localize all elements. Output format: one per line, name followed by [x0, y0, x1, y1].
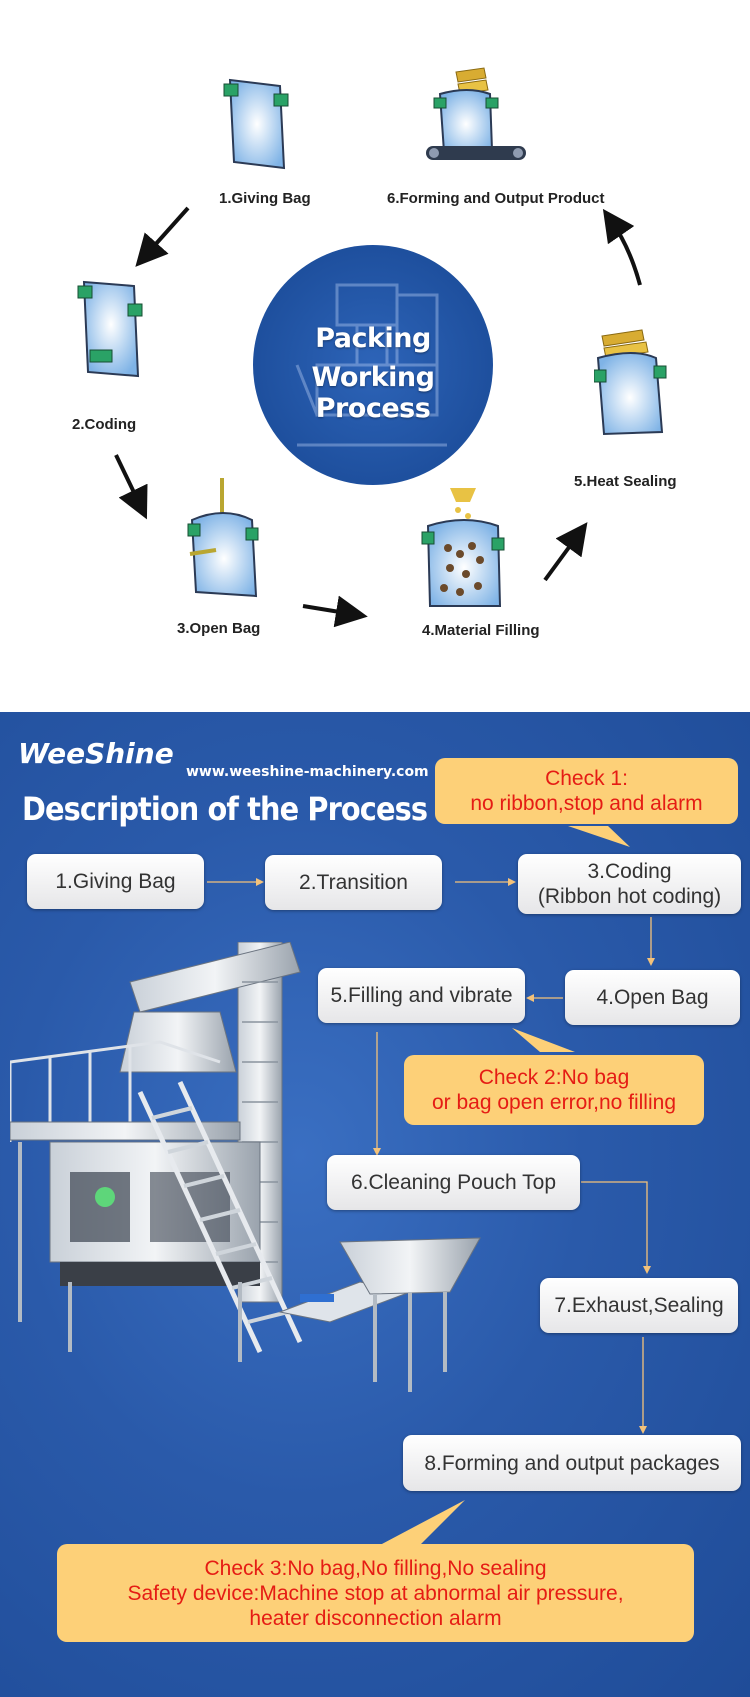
- process-box-label: 4.Open Bag: [596, 986, 709, 1009]
- process-box-label: 2.Transition: [299, 871, 408, 894]
- center-circle: Packing Working Process: [253, 245, 493, 485]
- machine-silhouette-icon: [295, 283, 447, 447]
- process-box-label: 1.Giving Bag: [55, 870, 176, 893]
- packing-process-diagram: Packing Working Process 1.Giving Bag 2.C…: [0, 0, 750, 712]
- step-label-material-filling: 4.Material Filling: [422, 622, 540, 639]
- process-box-sublabel: (Ribbon hot coding): [537, 885, 722, 908]
- process-connectors: [207, 826, 655, 1545]
- heat-sealing-bag-icon: [594, 329, 667, 436]
- logo-text: WeeShine: [18, 737, 174, 770]
- open-bag-icon: [187, 478, 259, 598]
- check3-line2: Safety device:Machine stop at abnormal a…: [127, 1581, 624, 1605]
- material-filling-bag-icon: [421, 488, 505, 607]
- step-label-coding: 2.Coding: [72, 416, 137, 433]
- check3-callout: Check 3:No bag,No filling,No sealing Saf…: [57, 1544, 694, 1642]
- step-label-open-bag: 3.Open Bag: [177, 620, 261, 637]
- process-box-label: 6.Cleaning Pouch Top: [350, 1171, 557, 1194]
- check1-line1: Check 1:: [545, 767, 628, 790]
- step-label-forming-output: 6.Forming and Output Product: [387, 190, 605, 207]
- check3-line3: heater disconnection alarm: [249, 1606, 502, 1630]
- circle-title-line2: Working Process: [311, 362, 435, 424]
- forming-output-icon: [426, 67, 526, 160]
- process-box-transition: 2.Transition: [265, 855, 442, 910]
- check2-callout: Check 2:No bag or bag open error,no fill…: [404, 1055, 704, 1125]
- website-url: www.weeshine-machinery.com: [186, 764, 429, 780]
- process-box-giving-bag: 1.Giving Bag: [27, 854, 204, 909]
- step-label-heat-sealing: 5.Heat Sealing: [574, 473, 677, 490]
- process-box-exhaust-sealing: 7.Exhaust,Sealing: [540, 1278, 738, 1333]
- process-box-coding: 3.Coding (Ribbon hot coding): [518, 854, 741, 914]
- process-heading: Description of the Process: [22, 790, 428, 828]
- process-box-open-bag: 4.Open Bag: [565, 970, 740, 1025]
- process-box-forming-output: 8.Forming and output packages: [403, 1435, 741, 1491]
- check3-tail: [380, 1500, 465, 1545]
- check1-callout: Check 1: no ribbon,stop and alarm: [435, 758, 738, 824]
- process-description-section: WeeShine www.weeshine-machinery.com Desc…: [0, 712, 750, 1697]
- check2-tail: [512, 1028, 575, 1052]
- packing-machine-illustration: [10, 942, 481, 1392]
- circle-title-line1: Packing: [315, 323, 431, 354]
- weeshine-logo: WeeShine: [18, 737, 174, 770]
- process-box-filling: 5.Filling and vibrate: [318, 968, 525, 1023]
- process-box-label: 5.Filling and vibrate: [330, 984, 513, 1007]
- process-box-label: 3.Coding: [587, 860, 672, 883]
- check2-line2: or bag open error,no filling: [432, 1091, 676, 1114]
- process-box-label: 7.Exhaust,Sealing: [554, 1294, 724, 1317]
- check1-line2: no ribbon,stop and alarm: [470, 792, 703, 815]
- flow-arrows: [114, 206, 642, 628]
- process-box-label: 8.Forming and output packages: [424, 1451, 720, 1475]
- check1-tail: [568, 826, 630, 847]
- process-box-cleaning: 6.Cleaning Pouch Top: [327, 1155, 580, 1210]
- check2-line1: Check 2:No bag: [478, 1066, 630, 1089]
- giving-bag-icon: [223, 78, 289, 170]
- check3-line1: Check 3:No bag,No filling,No sealing: [204, 1556, 547, 1580]
- step-label-giving-bag: 1.Giving Bag: [219, 190, 311, 207]
- coding-bag-icon: [77, 280, 143, 378]
